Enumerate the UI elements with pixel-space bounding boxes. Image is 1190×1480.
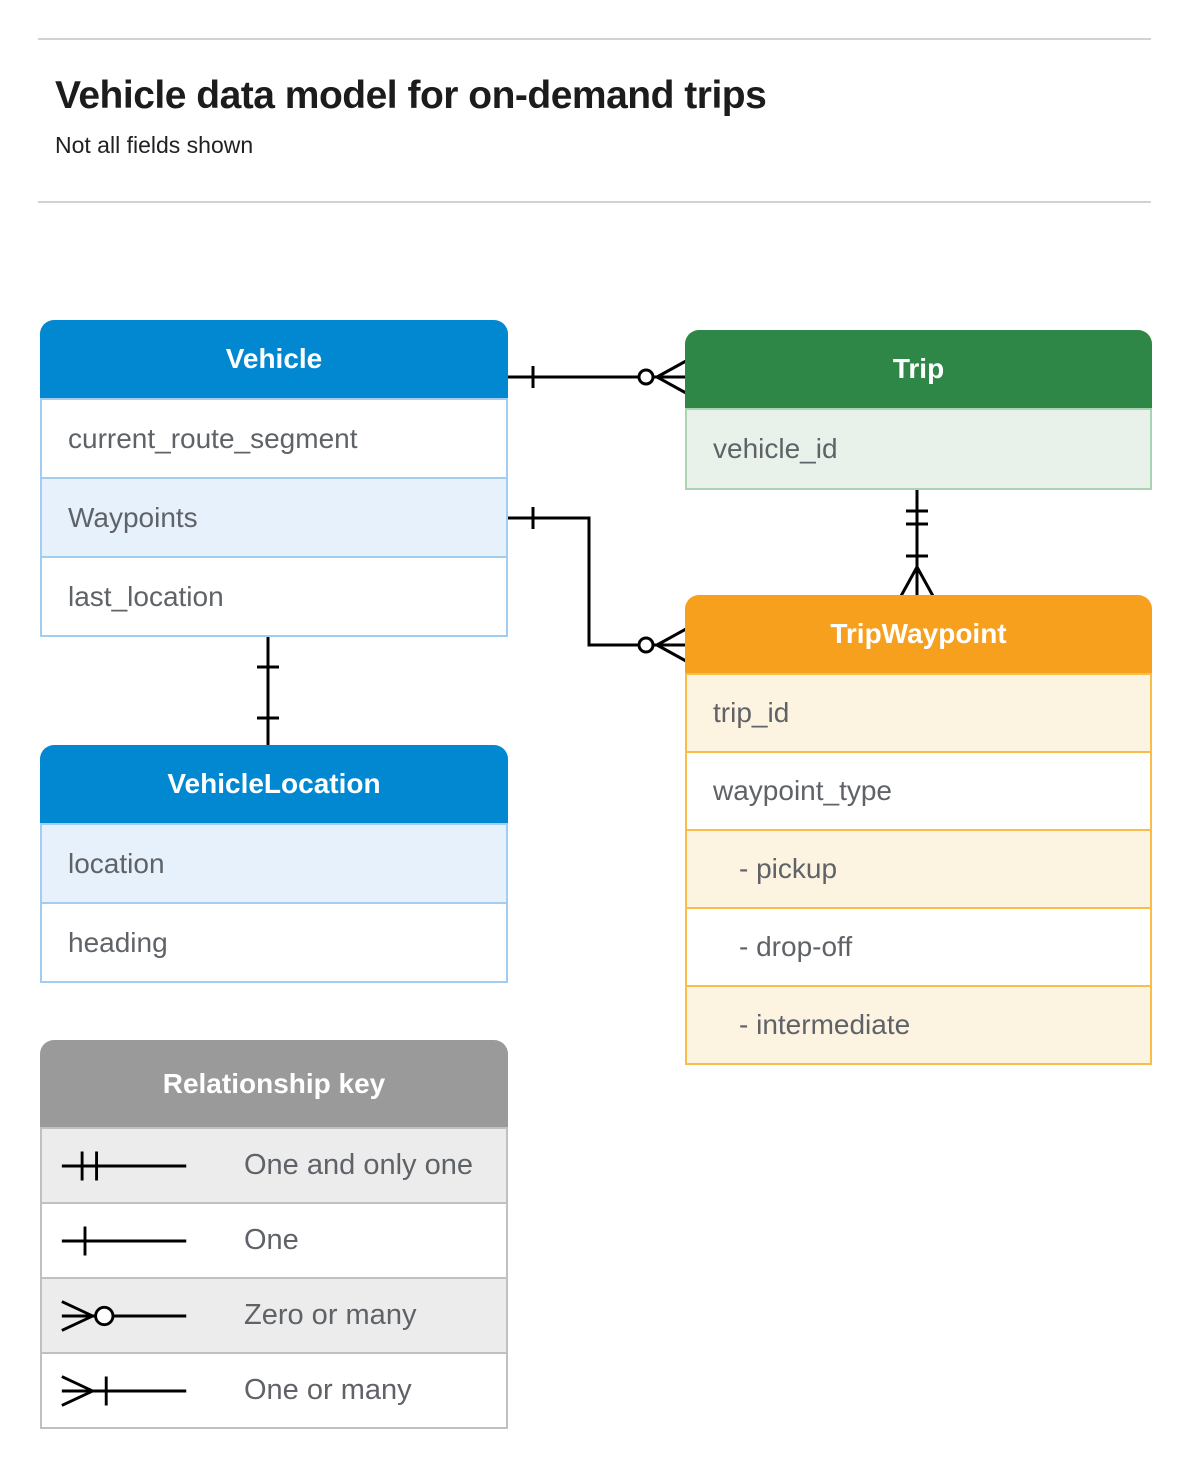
legend-label: One	[244, 1224, 299, 1256]
zero-or-many-icon	[42, 1294, 212, 1338]
relationship-key-title: Relationship key	[40, 1040, 508, 1127]
legend-row-one-and-only-one: One and only one	[40, 1127, 508, 1204]
legend-label: One or many	[244, 1374, 412, 1406]
one-or-many-icon	[42, 1369, 212, 1413]
field-current-route-segment: current_route_segment	[40, 398, 508, 479]
field-waypoint-type-dropoff: - drop-off	[685, 907, 1152, 987]
entity-trip-title: Trip	[685, 330, 1152, 408]
field-heading: heading	[40, 902, 508, 983]
field-vehicle-id: vehicle_id	[685, 408, 1152, 490]
entity-tripwaypoint-title: TripWaypoint	[685, 595, 1152, 673]
relationship-trip-tripwaypoint	[899, 490, 935, 597]
field-waypoint-type-pickup: - pickup	[685, 829, 1152, 909]
field-waypoint-type-intermediate: - intermediate	[685, 985, 1152, 1065]
entity-vehiclelocation-title: VehicleLocation	[40, 745, 508, 823]
relationship-vehicle-trip	[508, 359, 687, 395]
entity-vehiclelocation: VehicleLocation location heading	[40, 745, 508, 983]
entity-tripwaypoint: TripWaypoint trip_id waypoint_type - pic…	[685, 595, 1152, 1065]
field-last-location: last_location	[40, 556, 508, 637]
page-subtitle: Not all fields shown	[55, 132, 254, 158]
field-waypoint-type: waypoint_type	[685, 751, 1152, 831]
one-and-only-one-icon	[42, 1144, 212, 1188]
legend-label: One and only one	[244, 1149, 473, 1181]
entity-trip: Trip vehicle_id	[685, 330, 1152, 490]
entity-vehicle: Vehicle current_route_segment Waypoints …	[40, 320, 508, 637]
one-icon	[42, 1219, 212, 1263]
relationship-vehicle-vehiclelocation	[257, 635, 279, 745]
header-divider	[38, 201, 1151, 203]
entity-vehicle-title: Vehicle	[40, 320, 508, 398]
top-divider	[38, 38, 1151, 40]
relationship-key: Relationship key One and only one One	[40, 1040, 508, 1429]
legend-row-one-or-many: One or many	[40, 1352, 508, 1429]
page-title: Vehicle data model for on-demand trips	[55, 74, 767, 117]
field-location: location	[40, 823, 508, 904]
field-waypoints: Waypoints	[40, 477, 508, 558]
field-trip-id: trip_id	[685, 673, 1152, 753]
relationship-waypoints-tripwaypoint	[506, 507, 687, 663]
legend-label: Zero or many	[244, 1299, 417, 1331]
legend-row-one: One	[40, 1202, 508, 1279]
legend-row-zero-or-many: Zero or many	[40, 1277, 508, 1354]
